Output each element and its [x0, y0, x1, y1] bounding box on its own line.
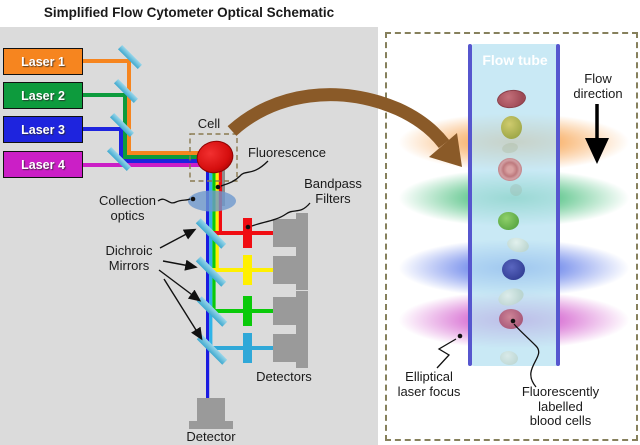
- flow-tube-label: Flow tube: [482, 52, 548, 68]
- fluorescent-cells-label: Fluorescently labelled blood cells: [503, 384, 618, 429]
- detectors-label: Detectors: [256, 369, 312, 384]
- cell-highlight-box: [189, 133, 238, 182]
- cell-icon: [196, 140, 234, 174]
- laser-1-box: Laser 1: [3, 48, 83, 75]
- collection-optics-label: Collection optics: [90, 193, 165, 223]
- yellow-bandpass-filter: [243, 255, 252, 285]
- laser-beams: [83, 59, 208, 167]
- detector-icon: [273, 250, 308, 290]
- dichroic-mirror-icon: [196, 334, 228, 365]
- dichroic-line2: Mirrors: [108, 257, 150, 273]
- green-bandpass-filter: [243, 296, 252, 326]
- dichroic-mirror-icon: [195, 218, 227, 249]
- dichroic-mirror-icon: [196, 296, 228, 327]
- laser-4-label: Laser 4: [21, 157, 65, 172]
- dichroic-mirrors-label: Dichroic Mirrors: [95, 243, 163, 273]
- page-title: Simplified Flow Cytometer Optical Schema…: [43, 5, 335, 20]
- red-bandpass-filter: [243, 218, 252, 248]
- laser-2-box: Laser 2: [3, 82, 83, 109]
- dichroic-mirror-icon: [109, 112, 135, 138]
- dichroic-mirror-icon: [117, 44, 143, 70]
- blue-stripe: [206, 170, 210, 398]
- detector-icon: [273, 291, 308, 331]
- elliptical-focus-label: Elliptical laser focus: [387, 369, 471, 399]
- collection-optics-line1: Collection: [98, 193, 157, 208]
- fluorescent-line2: labelled: [538, 398, 583, 414]
- flow-direction-line2: direction: [573, 85, 623, 101]
- collection-optics-line2: optics: [110, 207, 145, 223]
- laser-2-label: Laser 2: [21, 88, 65, 103]
- scatter-stripe: [222, 170, 225, 206]
- dichroic-mirror-icon: [106, 146, 132, 172]
- fluorescence-label: Fluorescence: [247, 145, 327, 160]
- fluorescent-line1: Fluorescently: [521, 384, 600, 399]
- detector-icon: [273, 213, 308, 253]
- laser-3-box: Laser 3: [3, 116, 83, 143]
- dichroic-mirror-arrows: [158, 228, 203, 341]
- cyan-stripe: [209, 170, 213, 349]
- detector-label: Detector: [186, 429, 236, 444]
- elliptical-line1: Elliptical: [405, 369, 453, 384]
- flow-direction-label: Flow direction: [566, 71, 630, 101]
- flow-direction-line1: Flow: [584, 71, 612, 86]
- detector-icon: [273, 328, 308, 368]
- beam-combiner-mirrors: [106, 44, 143, 172]
- fluorescent-line3: blood cells: [529, 413, 592, 429]
- bandpass-filters-label: Bandpass Filters: [297, 176, 369, 206]
- cell-label: Cell: [197, 116, 221, 131]
- elliptical-line2: laser focus: [397, 383, 461, 399]
- detection-dichroic-mirrors: [195, 218, 228, 365]
- forward-detector-icon: [189, 398, 233, 429]
- detection-beams: [210, 231, 276, 350]
- dichroic-mirror-icon: [113, 78, 139, 104]
- laser-1-beam: [83, 59, 208, 155]
- yellow-stripe: [215, 170, 219, 271]
- laser-3-label: Laser 3: [21, 122, 65, 137]
- dichroic-mirror-icon: [195, 256, 227, 287]
- laser-3-beam: [83, 127, 208, 163]
- collection-optics-lens: [188, 190, 236, 212]
- laser-1-label: Laser 1: [21, 54, 65, 69]
- bandpass-line2: Filters: [315, 190, 351, 206]
- flow-direction-arrow-icon: [585, 104, 609, 164]
- dichroic-line1: Dichroic: [105, 243, 153, 258]
- bandpass-filters: [243, 218, 252, 363]
- cyan-bandpass-filter: [243, 333, 252, 363]
- laser-4-box: Laser 4: [3, 151, 83, 178]
- bandpass-line1: Bandpass: [304, 176, 362, 191]
- side-detectors: [273, 213, 308, 368]
